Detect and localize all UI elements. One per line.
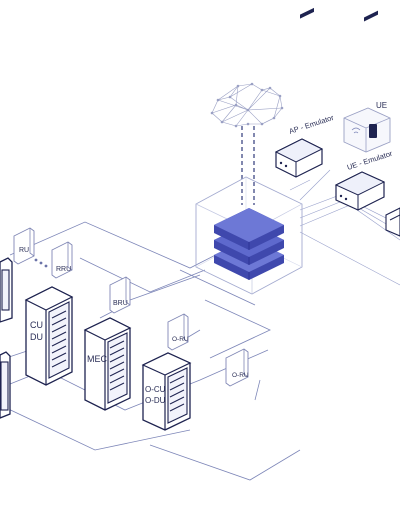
mec-rack-icon <box>83 317 132 411</box>
ocu-odu-label-top: O-CU <box>145 385 166 394</box>
ocu-odu-rack-icon <box>141 352 192 431</box>
oru-device-icon-2 <box>225 348 249 387</box>
rru-device-icon <box>51 241 73 279</box>
ru-device-icon <box>13 227 35 265</box>
ap-emulator-device-icon <box>274 7 324 178</box>
cloud-icon <box>210 82 284 128</box>
ru-label: RU <box>19 247 29 254</box>
bru-label: BRU <box>113 300 128 307</box>
cu-du-label-bottom: DU <box>30 332 43 342</box>
mec-label: MEC <box>87 354 108 364</box>
ue-emulator-label: UE - Emulator <box>346 149 394 172</box>
edge-device-icon <box>385 207 400 237</box>
rru-label: RRU <box>56 266 71 273</box>
ellipsis-dots <box>34 258 48 268</box>
ue-enclosure-icon <box>343 107 391 153</box>
cu-du-rack-icon <box>24 286 74 386</box>
oru-label-2: O-RU <box>232 372 249 379</box>
core-server-stack-icon <box>214 208 284 280</box>
oru-device-icon-1 <box>167 313 189 351</box>
oru-label-1: O-RU <box>172 336 189 343</box>
ue-label: UE <box>376 101 387 110</box>
bru-device-icon <box>109 276 131 314</box>
left-edge-rack-top <box>0 257 13 323</box>
ap-emulator-label: AP - Emulator <box>288 113 336 136</box>
ue-emulator-device-icon <box>334 10 386 211</box>
cloud-links <box>241 126 255 205</box>
ocu-odu-label-bottom: O-DU <box>145 396 166 405</box>
left-edge-rack-bottom <box>0 351 11 419</box>
cu-du-label-top: CU <box>30 320 43 330</box>
